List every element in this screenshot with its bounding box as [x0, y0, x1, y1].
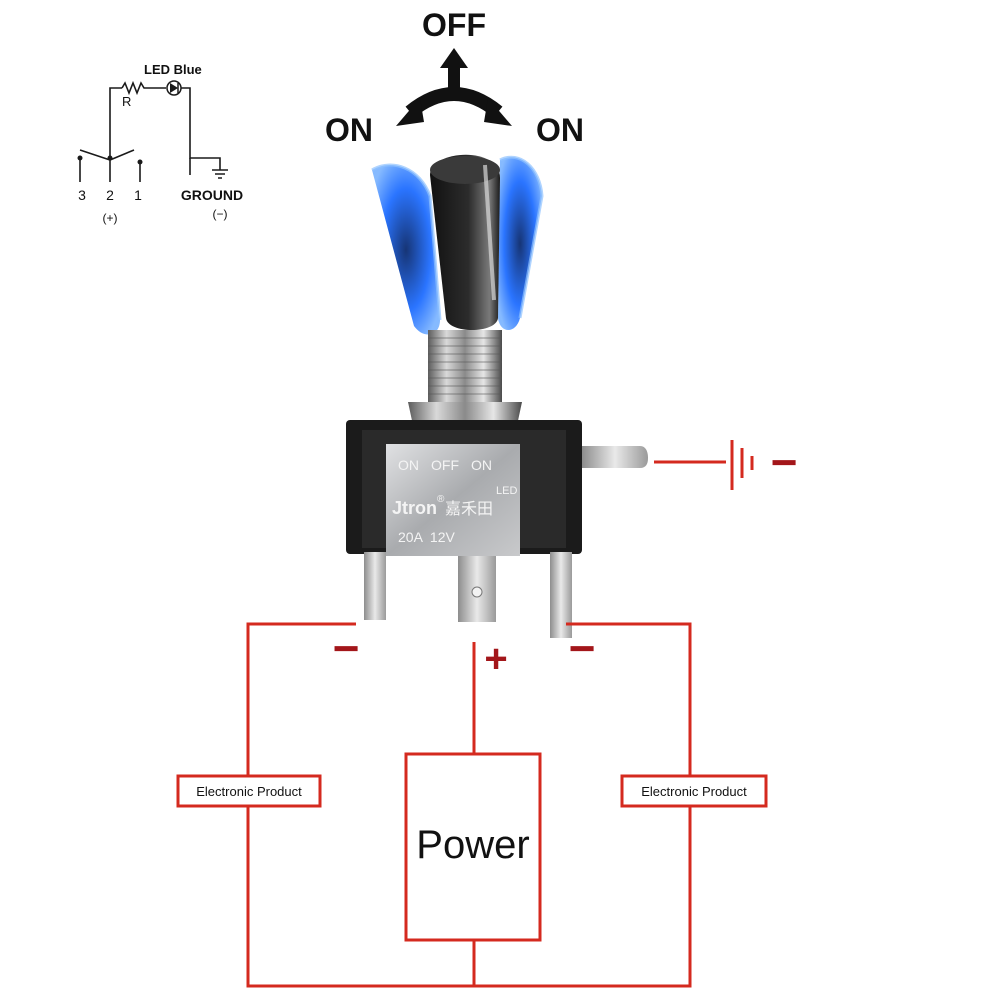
pin-1-label: 1: [134, 187, 142, 203]
terminal-center: [458, 556, 496, 622]
lever-center-icon: [430, 154, 500, 330]
negative-note: (−): [213, 207, 228, 221]
switch-label-plate: ON OFF ON LED Jtron ® 嘉禾田 20A 12V: [386, 444, 520, 556]
switch-contacts-icon: [77, 149, 143, 182]
load-left: Electronic Product: [176, 774, 322, 808]
positive-note: (+): [103, 211, 118, 225]
terminal-center-sign: +: [484, 637, 507, 681]
plate-brand-mark: ®: [437, 494, 445, 505]
led-icon: [166, 80, 182, 96]
load-left-label: Electronic Product: [196, 784, 302, 799]
plate-brand: Jtron: [392, 498, 437, 518]
on-left-position-label: ON: [325, 112, 373, 148]
three-way-arrow-icon: [396, 48, 512, 126]
battery-negative-sign: −: [771, 436, 798, 488]
led-blue-label: LED Blue: [144, 62, 202, 77]
terminal-right-sign: −: [569, 622, 596, 674]
lever-glow-right-icon: [498, 155, 544, 330]
ground-label: GROUND: [181, 187, 243, 203]
on-right-position-label: ON: [536, 112, 584, 148]
plate-mode-on-left: ON: [398, 457, 419, 473]
pin-3-label: 3: [78, 187, 86, 203]
terminal-led-tab: [582, 446, 648, 468]
terminal-left: [364, 552, 386, 620]
plate-mode-on-right: ON: [471, 457, 492, 473]
plate-brand-cn: 嘉禾田: [445, 500, 493, 518]
load-right-label: Electronic Product: [641, 784, 747, 799]
load-right: Electronic Product: [620, 774, 768, 808]
pin-2-label: 2: [106, 187, 114, 203]
power-label: Power: [416, 823, 529, 867]
plate-mode-off: OFF: [431, 457, 459, 473]
off-position-label: OFF: [422, 7, 486, 43]
plate-rating: 20A 12V: [398, 529, 455, 545]
lever-glow-left-icon: [371, 163, 442, 335]
ground-icon: [212, 169, 228, 179]
resistor-symbol: [121, 80, 166, 96]
terminal-left-sign: −: [333, 622, 360, 674]
terminal-right: [550, 552, 572, 638]
resistor-label: R: [122, 94, 131, 109]
power-source: Power: [404, 752, 542, 942]
toggle-switch: ON OFF ON LED Jtron ® 嘉禾田 20A 12V: [346, 154, 648, 638]
battery-symbol: −: [654, 436, 797, 490]
circuit-wires: [246, 622, 692, 988]
led-schematic: LED Blue R 3 2 1 GROUND (+) (−): [77, 62, 243, 225]
plate-led-label: LED: [496, 485, 517, 497]
position-indicator: OFF ON ON: [325, 7, 584, 148]
